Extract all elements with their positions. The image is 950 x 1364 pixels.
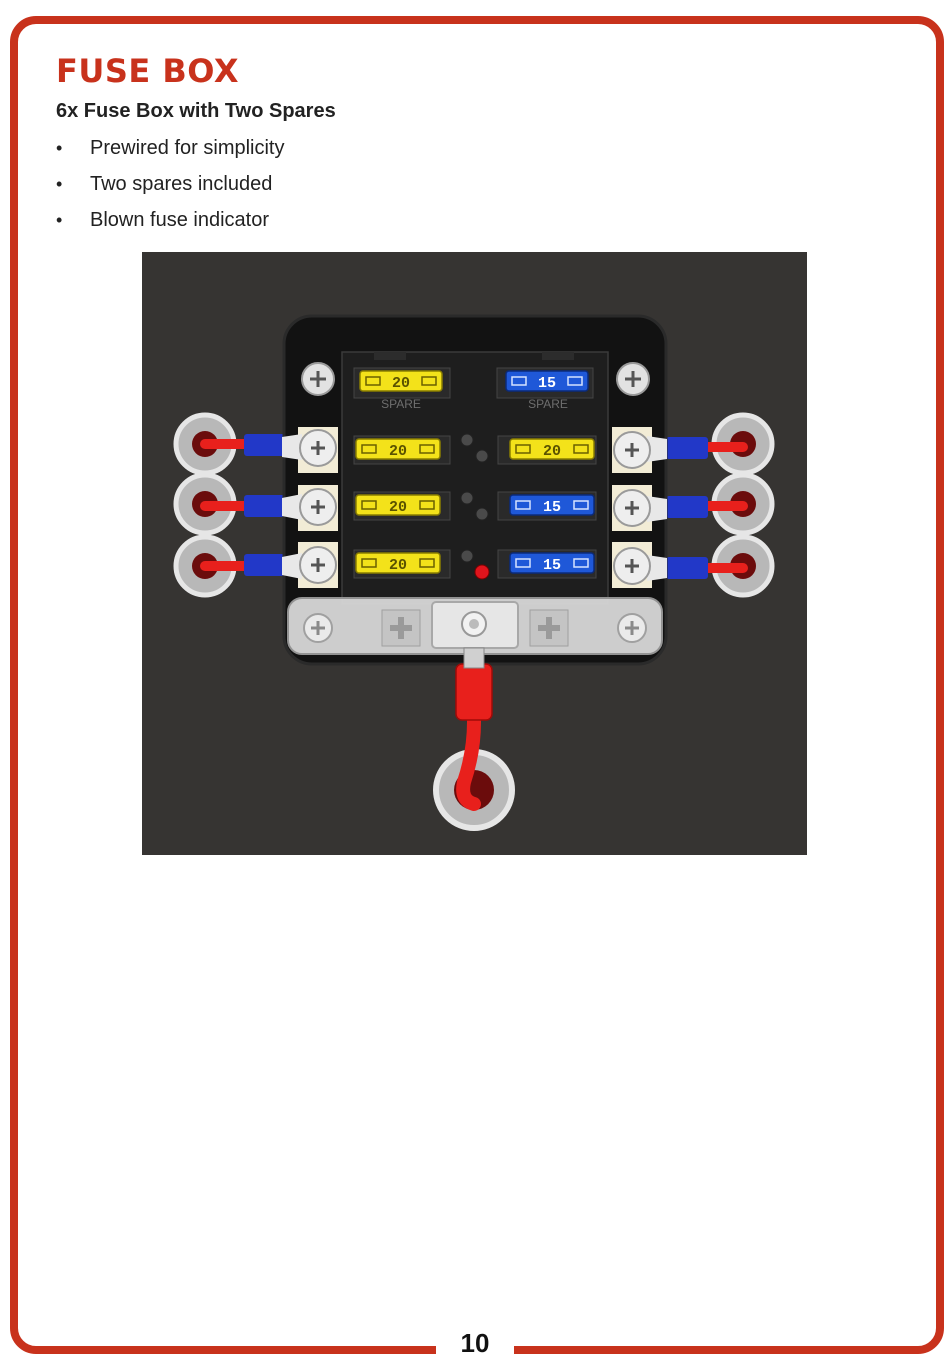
fuse-rating: 20	[392, 375, 410, 392]
fuse-rating: 15	[538, 375, 556, 392]
bus-bar-cover	[287, 597, 663, 655]
page-title: FUSE BOX	[56, 52, 240, 90]
page-number-gap	[436, 1330, 514, 1364]
spare-fuse-15: 15	[505, 370, 589, 392]
feature-list: Prewired for simplicity Two spares inclu…	[56, 134, 284, 242]
mounting-screws	[301, 362, 650, 396]
spare-fuse-20: 20	[359, 370, 443, 392]
fuse-right-2: 15	[497, 491, 597, 521]
fuse-rating: 20	[543, 443, 561, 460]
fuse-box-illustration: 20 15 SPARE SPARE 20 20	[142, 252, 807, 855]
spare-label: SPARE	[381, 397, 421, 411]
feature-item: Prewired for simplicity	[56, 134, 284, 170]
fuse-right-3: 15	[497, 549, 597, 579]
fuse-left-3: 20	[353, 549, 451, 579]
fuse-rating: 20	[389, 499, 407, 516]
fuse-right-1: 20	[497, 435, 597, 465]
fuse-rating: 20	[389, 443, 407, 460]
page-subtitle: 6x Fuse Box with Two Spares	[56, 100, 336, 122]
fuse-left-2: 20	[353, 491, 451, 521]
feature-item: Blown fuse indicator	[56, 206, 284, 242]
feature-item: Two spares included	[56, 170, 284, 206]
page-number: 10	[460, 1328, 490, 1358]
fuse-rating: 15	[543, 557, 561, 574]
spare-label: SPARE	[528, 397, 568, 411]
left-wires	[173, 412, 286, 598]
fuse-left-1: 20	[353, 435, 451, 465]
ring-terminals	[282, 429, 667, 585]
right-wires	[666, 412, 775, 598]
fuse-rating: 20	[389, 557, 407, 574]
blown-fuse-indicators	[460, 433, 490, 580]
fuse-rating: 15	[543, 499, 561, 516]
main-feed-wire	[433, 647, 515, 831]
